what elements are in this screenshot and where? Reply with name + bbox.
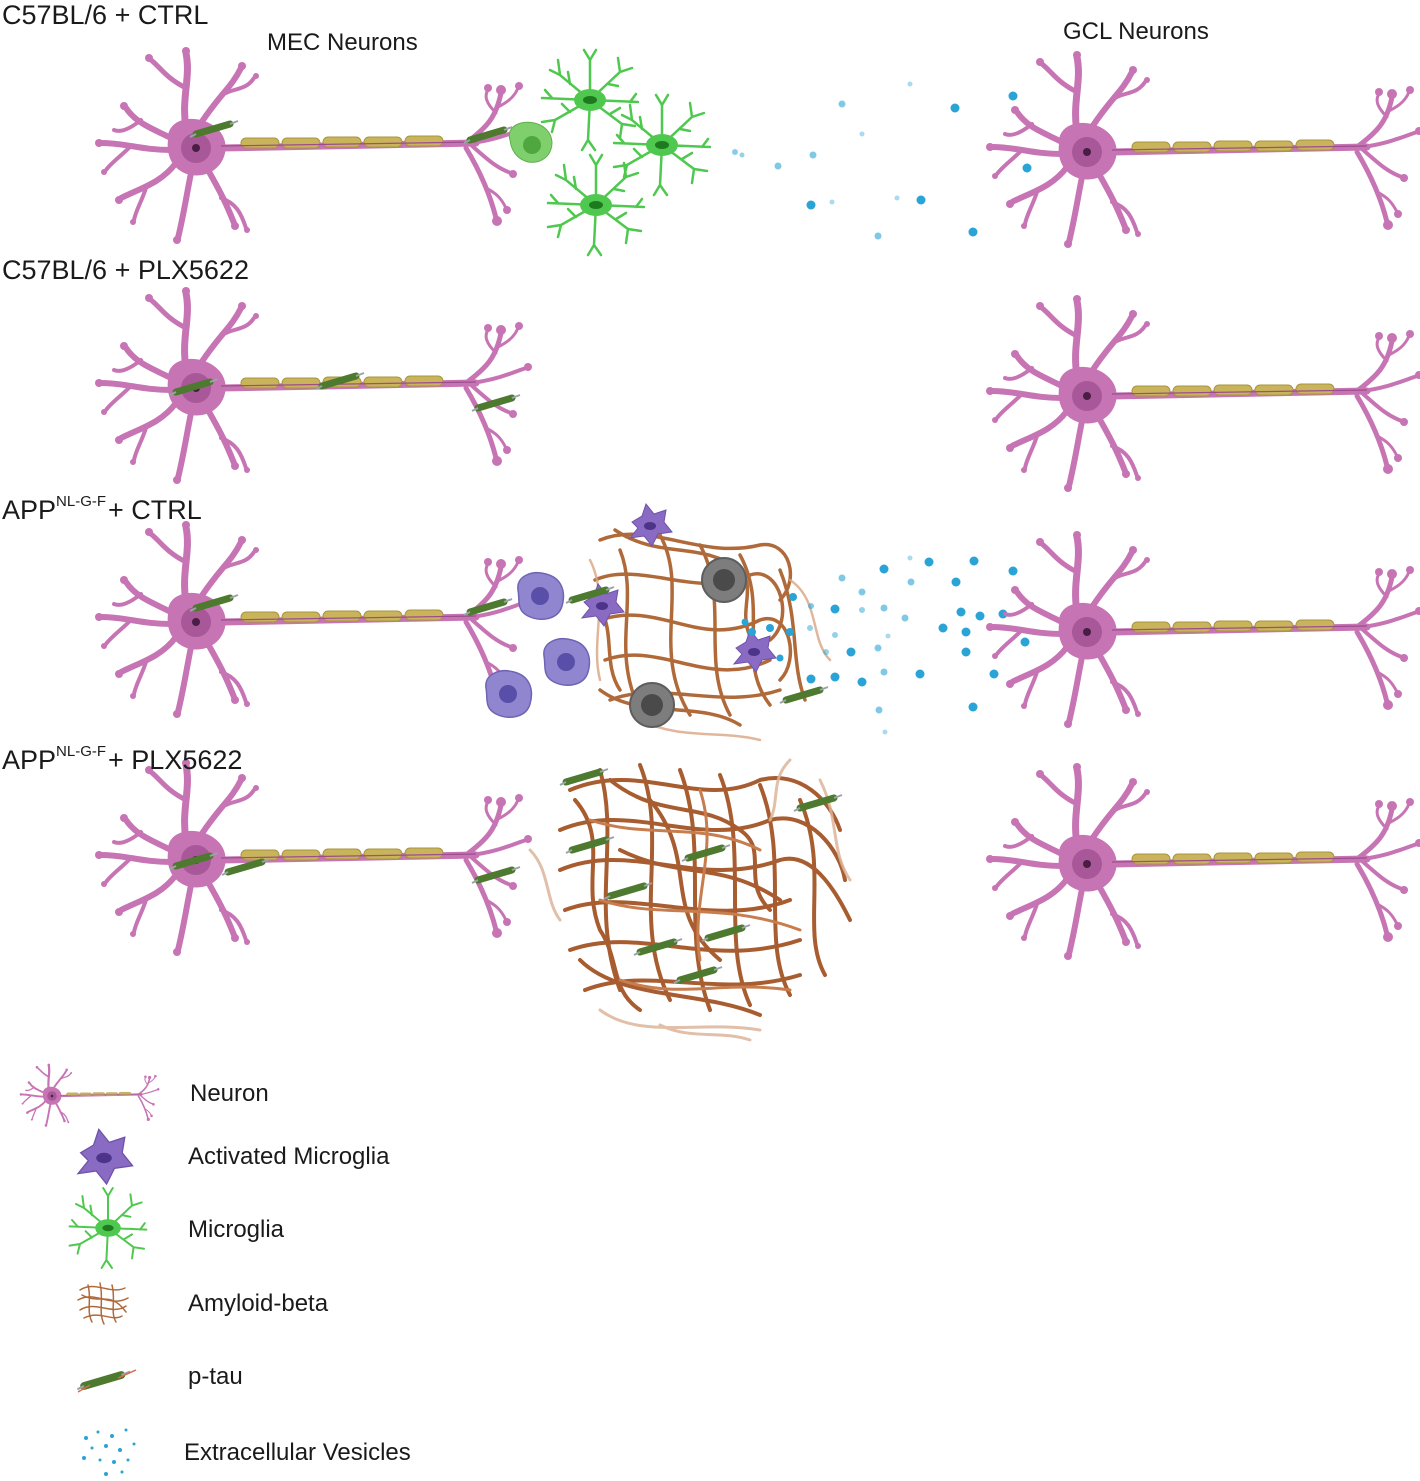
row-2-scene	[95, 287, 1420, 492]
mec-neuron-3	[95, 521, 532, 718]
row-1-scene	[95, 47, 1420, 257]
row-label-2: C57BL/6 + PLX5622	[2, 255, 249, 285]
legend-amyloid-beta-label: Amyloid-beta	[188, 1290, 329, 1317]
monocyte-2	[543, 638, 591, 686]
monocyte-1	[517, 572, 565, 620]
mec-neuron-2	[95, 287, 532, 484]
mec-neuron-4	[95, 759, 532, 956]
row-label-1: C57BL/6 + CTRL	[2, 0, 209, 30]
monocyte-3	[485, 670, 533, 718]
p-tau-icon	[77, 1370, 137, 1392]
microglia-1	[540, 48, 640, 152]
gcl-neuron-2	[986, 295, 1420, 492]
activated-microglia-icon	[77, 1128, 134, 1185]
microglia-icon	[68, 1186, 148, 1270]
ptau-mec-4c	[472, 867, 520, 883]
amyloid-plaque-row-4	[558, 763, 852, 1017]
microglia-2	[612, 93, 712, 197]
row-label-3: APPNL-G-F+ CTRL	[2, 493, 202, 525]
vesicles-row-3	[741, 555, 1030, 735]
gcl-neuron-4	[986, 763, 1420, 960]
amyloid-beta-icon	[77, 1282, 129, 1325]
gcl-neuron-1	[986, 51, 1420, 248]
legend-neuron-label: Neuron	[190, 1080, 269, 1107]
ptau-plaque-4f	[702, 925, 750, 941]
ptau-plaque-4e	[604, 883, 652, 899]
microglia-3	[546, 153, 646, 257]
extracellular-vesicles-icon	[82, 1428, 136, 1476]
col-label-mec: MEC Neurons	[267, 29, 418, 56]
mec-neuron-1	[95, 47, 532, 244]
gcl-neuron-3	[986, 531, 1420, 728]
legend-p-tau-label: p-tau	[188, 1363, 243, 1390]
row-label-4: APPNL-G-F+ PLX5622	[2, 743, 243, 775]
activated-microglia-3	[733, 629, 777, 673]
col-label-gcl: GCL Neurons	[1063, 18, 1209, 45]
legend-activated-microglia-label: Activated Microglia	[188, 1143, 390, 1170]
row-4-scene	[95, 759, 1420, 1042]
ptau-mec-2c	[472, 395, 520, 411]
vesicles-row-1	[732, 81, 1032, 240]
neuron-icon	[18, 1062, 161, 1128]
row-3-scene	[95, 503, 1420, 742]
legend-extracellular-vesicles-label: Extracellular Vesicles	[184, 1439, 411, 1466]
legend-microglia-label: Microglia	[188, 1216, 285, 1243]
